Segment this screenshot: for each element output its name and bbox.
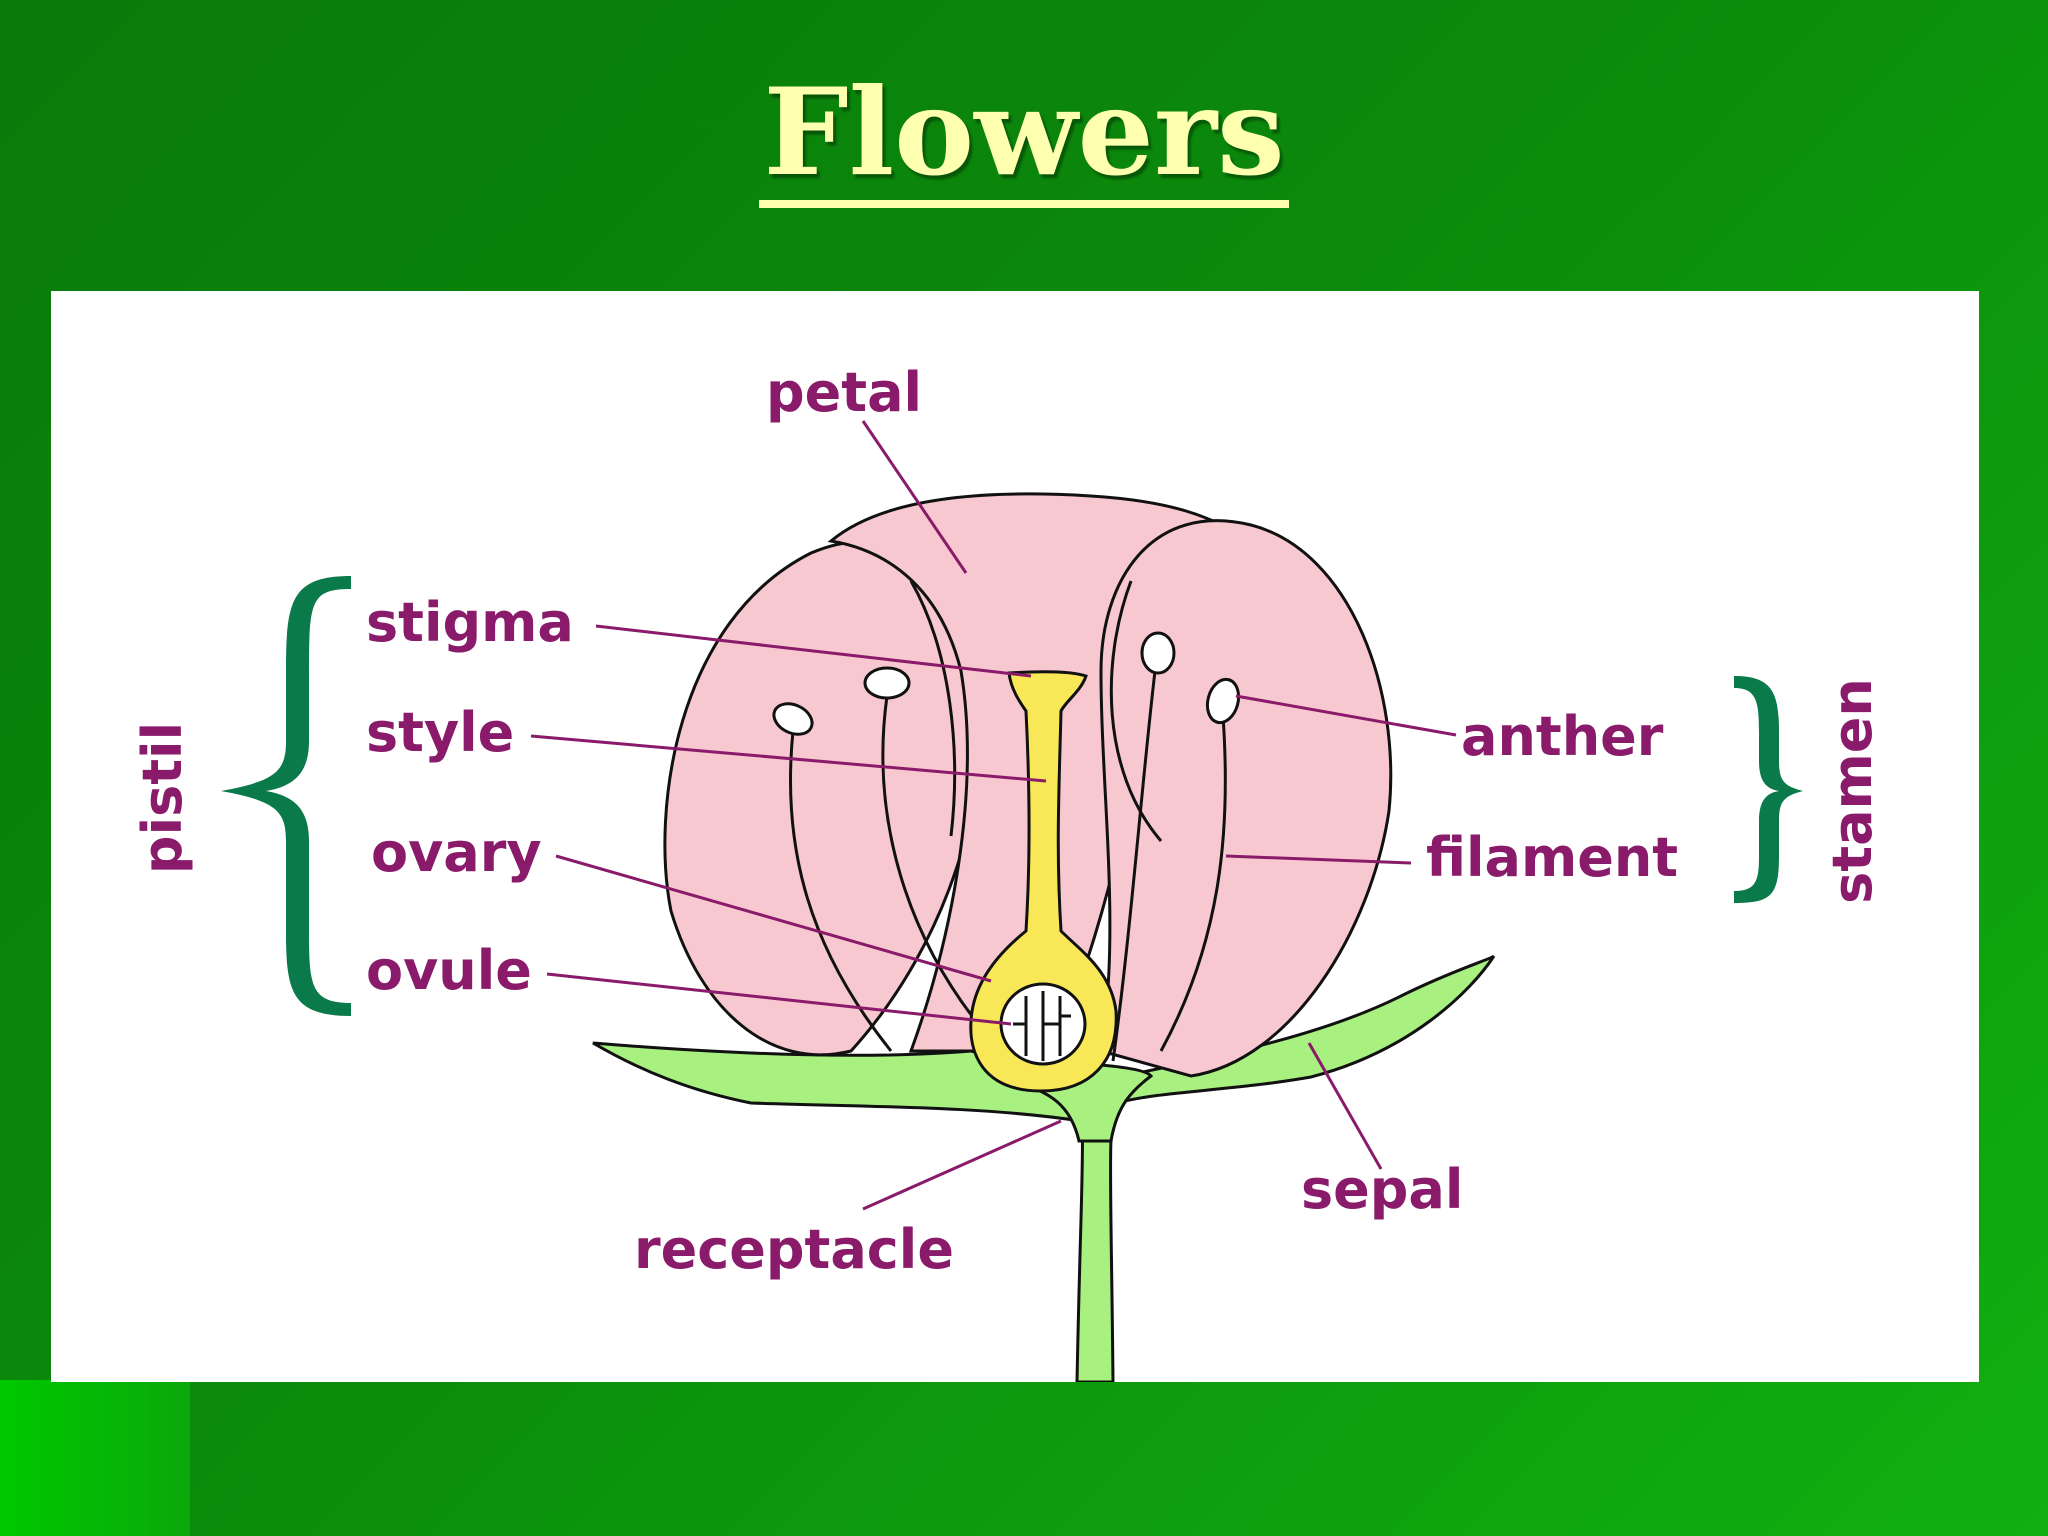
anther-shape (1205, 677, 1241, 725)
anther-shape (863, 666, 911, 700)
anther-shape (1140, 631, 1176, 675)
filament-line (1111, 670, 1157, 1062)
label-anther: anther (1461, 705, 1664, 768)
label-sepal: sepal (1301, 1158, 1463, 1221)
anther-shape (772, 702, 814, 736)
leader-ovule (546, 972, 1012, 1026)
petal-fold-line (909, 580, 957, 837)
label-receptacle: receptacle (634, 1218, 954, 1281)
slide-title: Flowers (0, 70, 2048, 208)
filament-line (881, 695, 1003, 1053)
leader-anther (1235, 694, 1457, 737)
flower-diagram-panel: petal stigma style ovary ovule anther fi… (51, 291, 1979, 1382)
leader-receptacle (862, 1119, 1062, 1211)
label-pistil-group: pistil (131, 722, 194, 874)
leader-sepal (1307, 1042, 1383, 1170)
label-stigma: stigma (366, 591, 574, 654)
label-style: style (366, 701, 514, 764)
pistil-shape (969, 670, 1118, 1093)
sepal-left (592, 1041, 1097, 1123)
leader-petal (861, 420, 968, 574)
petal-right (1099, 519, 1393, 1078)
ovule-marks (1013, 991, 1071, 1061)
filament-line (788, 730, 893, 1052)
background-strip (0, 1380, 190, 1536)
stamen-brace (1734, 676, 1803, 903)
pistil-brace (221, 576, 351, 1016)
filament-line (1159, 715, 1227, 1052)
leader-style (530, 734, 1047, 783)
label-ovule: ovule (366, 939, 532, 1002)
title-text: Flowers (759, 70, 1289, 208)
label-stamen-group: stamen (1821, 678, 1884, 904)
label-petal: petal (766, 361, 922, 424)
leader-ovary (555, 854, 992, 983)
label-ovary: ovary (371, 821, 542, 884)
leader-stigma (595, 624, 1032, 678)
leader-filament (1225, 854, 1412, 865)
flower-diagram: petal stigma style ovary ovule anther fi… (131, 361, 1884, 1382)
label-filament: filament (1426, 826, 1678, 889)
